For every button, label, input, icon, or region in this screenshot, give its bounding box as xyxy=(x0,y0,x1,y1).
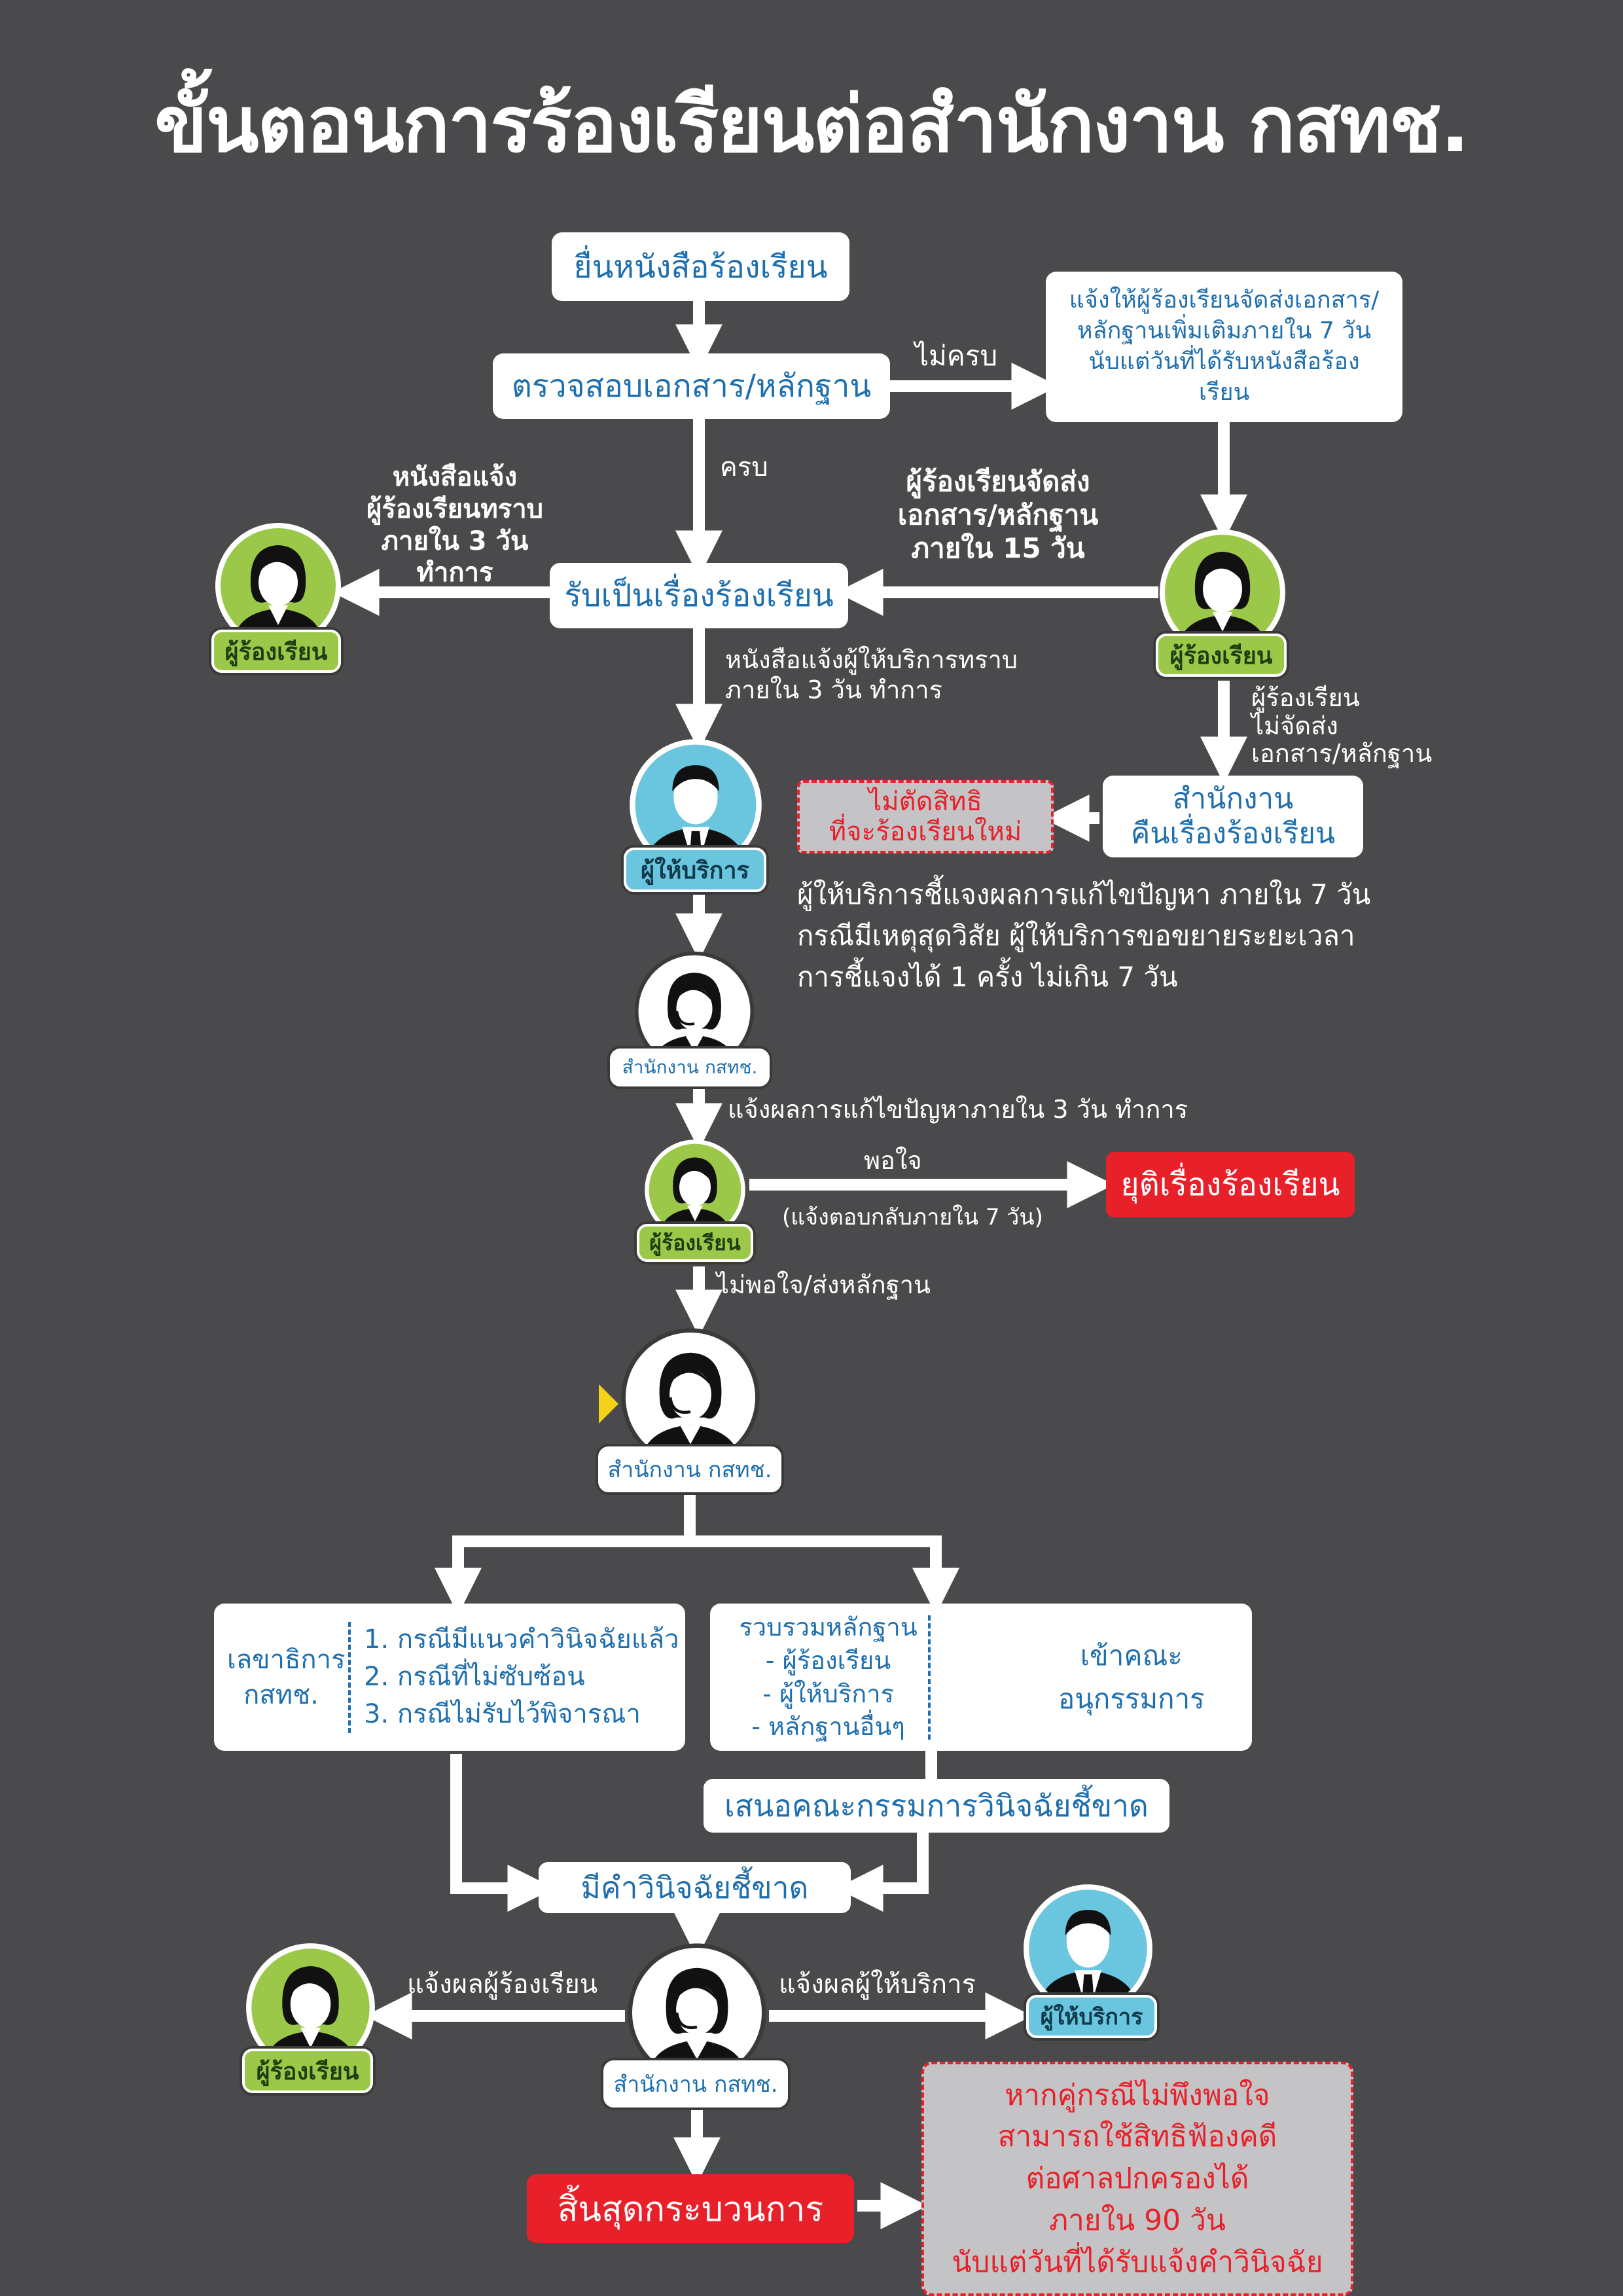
collect-evidence-box: รวบรวมหลักฐาน - ผู้ร้องเรียน - ผู้ให้บริ… xyxy=(710,1604,1252,1751)
page-title: ขั้นตอนการร้องเรียนต่อสำนักงาน กสทช. xyxy=(154,79,1470,170)
complainant-sends-docs-label: ผู้ร้องเรียนจัดส่ง เอกสาร/หลักฐาน ภายใน … xyxy=(897,465,1099,565)
marker-triangle-icon xyxy=(599,1384,618,1424)
check-documents-box: ตรวจสอบเอกสาร/หลักฐาน xyxy=(493,353,890,419)
complainant-not-send-label: ผู้ร้องเรียน ไม่จัดส่ง เอกสาร/หลักฐาน xyxy=(1251,683,1433,768)
collect-evidence-list: รวบรวมหลักฐาน - ผู้ร้องเรียน - ผู้ให้บริ… xyxy=(739,1613,918,1742)
secretary-box: เลขาธิการ กสทช. 1. กรณีมีแนวคำวินิจฉัยแล… xyxy=(214,1604,685,1751)
notify-complainant-result-label: แจ้งผลผู้ร้องเรียน xyxy=(407,1969,598,2000)
complete-label: ครบ xyxy=(720,452,768,482)
office-return-box: สำนักงาน คืนเรื่องร้องเรียน xyxy=(1103,776,1363,857)
list-item: 1. กรณีมีแนวคำวินิจฉัยแล้ว xyxy=(364,1624,679,1655)
secretary-label: เลขาธิการ กสทช. xyxy=(227,1644,346,1710)
notify-more-documents-box: แจ้งให้ผู้ร้องเรียนจัดส่งเอกสาร/หลักฐานเ… xyxy=(1046,272,1402,422)
complainant-tag: ผู้ร้องเรียน xyxy=(637,1224,753,1262)
subcommittee-label: เข้าคณะอนุกรรมการ xyxy=(1058,1639,1205,1715)
accept-complaint-box: รับเป็นเรื่องร้องเรียน xyxy=(550,563,848,628)
notify-provider-label: หนังสือแจ้งผู้ให้บริการทราบ ภายใน 3 วัน … xyxy=(725,645,1018,705)
incomplete-label: ไม่ครบ xyxy=(915,340,998,372)
reply-7days-label: (แจ้งตอบกลับภายใน 7 วัน) xyxy=(782,1204,1043,1230)
person-female-icon xyxy=(1160,529,1285,655)
provider-tag: ผู้ให้บริการ xyxy=(1026,1995,1157,2038)
unsatisfied-label: ไม่พอใจ/ส่งหลักฐาน xyxy=(717,1270,931,1299)
provider-tag: ผู้ให้บริการ xyxy=(624,848,766,892)
list-item: 2. กรณีที่ไม่ซับซ้อน xyxy=(364,1662,585,1693)
decision-box: มีคำวินิจฉัยชี้ขาด xyxy=(539,1862,851,1913)
arrow-committee-decision xyxy=(836,1833,929,1912)
office-tag: สำนักงาน กสทช. xyxy=(603,2060,788,2108)
satisfied-label: พอใจ xyxy=(864,1146,922,1175)
arrow-split-left xyxy=(435,1492,696,1615)
complainant-tag: ผู้ร้องเรียน xyxy=(242,2049,373,2093)
call-center-headset-icon xyxy=(621,1328,760,1467)
secretary-case-list: 1. กรณีมีแนวคำวินิจฉัยแล้ว 2. กรณีที่ไม่… xyxy=(364,1621,679,1732)
office-tag: สำนักงาน กสทช. xyxy=(610,1049,770,1086)
office-tag: สำนักงาน กสทช. xyxy=(598,1446,781,1492)
provider-explains-label: ผู้ให้บริการชี้แจงผลการแก้ไขปัญหา ภายใน … xyxy=(797,878,1371,993)
notify-result-label: แจ้งผลการแก้ไขปัญหาภายใน 3 วัน ทำการ xyxy=(728,1095,1188,1124)
end-process-box: สิ้นสุดกระบวนการ xyxy=(527,2174,854,2243)
call-center-headset-icon xyxy=(628,1943,766,2082)
complainant-tag: ผู้ร้องเรียน xyxy=(211,630,341,673)
submit-complaint-box: ยื่นหนังสือร้องเรียน xyxy=(552,232,849,301)
notify-provider-result-label: แจ้งผลผู้ให้บริการ xyxy=(779,1969,976,2000)
notify-complainant-label: หนังสือแจ้ง ผู้ร้องเรียนทราบ ภายใน 3 วัน… xyxy=(366,462,544,588)
arrow-secretary-decision xyxy=(450,1754,555,1912)
person-male-tie-icon xyxy=(1024,1884,1152,2013)
arrow-split-right xyxy=(690,1535,959,1615)
end-complaint-box: ยุติเรื่องร้องเรียน xyxy=(1106,1152,1355,1217)
court-note-box: หากคู่กรณีไม่พึงพอใจ สามารถใช้สิทธิฟ้องค… xyxy=(921,2062,1353,2296)
no-rights-lost-note: ไม่ตัดสิทธิ ที่จะร้องเรียนใหม่ xyxy=(797,780,1054,853)
propose-committee-box: เสนอคณะกรรมการวินิจฉัยชี้ขาด xyxy=(704,1779,1169,1833)
complainant-tag: ผู้ร้องเรียน xyxy=(1156,634,1287,677)
list-item: 3. กรณีไม่รับไว้พิจารณา xyxy=(364,1698,641,1729)
